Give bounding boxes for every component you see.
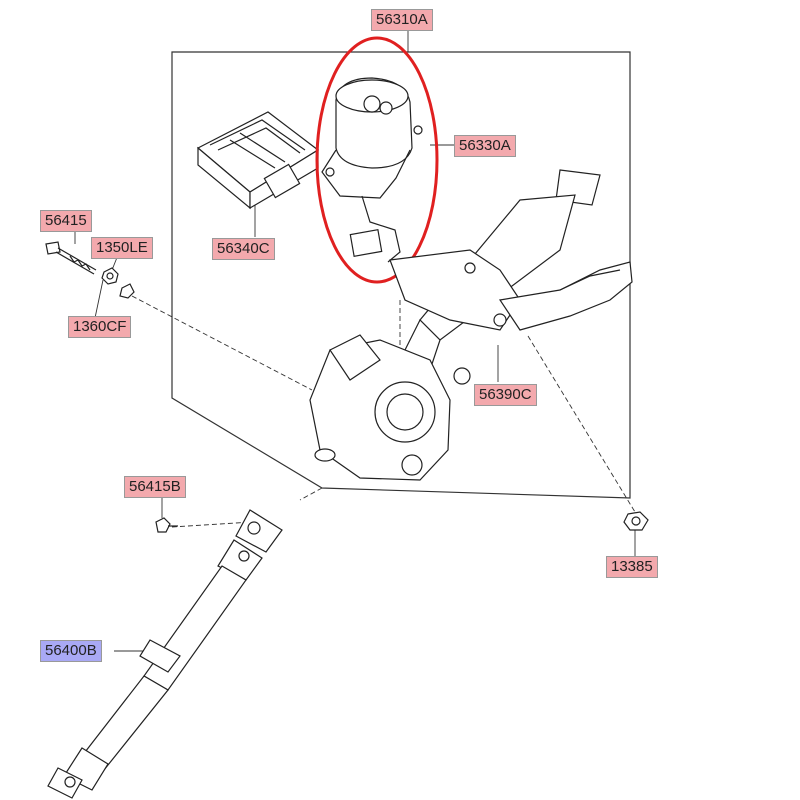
part-label-1360cf[interactable]: 1360CF — [68, 316, 132, 338]
part-label-56330a[interactable]: 56330A — [454, 135, 516, 157]
part-label-56390c[interactable]: 56390C — [474, 384, 537, 406]
washer-1360cf — [119, 283, 135, 299]
part-label-56310a[interactable]: 56310A — [371, 9, 433, 31]
intermediate-shaft — [47, 509, 283, 799]
bolt-56415b — [155, 517, 178, 533]
part-label-56340c[interactable]: 56340C — [212, 238, 275, 260]
part-label-1350le[interactable]: 1350LE — [91, 237, 153, 259]
motor-assembly — [321, 77, 423, 263]
nut-1350le — [101, 267, 119, 285]
steering-column — [309, 169, 633, 481]
ecu-module — [196, 111, 320, 210]
part-label-56415b[interactable]: 56415B — [124, 476, 186, 498]
assembly-outline — [171, 51, 631, 499]
nut-13385 — [623, 511, 649, 531]
part-label-13385[interactable]: 13385 — [606, 556, 658, 578]
callout-circle — [315, 36, 439, 284]
bolt-56415 — [45, 241, 97, 275]
part-label-56415[interactable]: 56415 — [40, 210, 92, 232]
part-label-56400b[interactable]: 56400B — [40, 640, 102, 662]
